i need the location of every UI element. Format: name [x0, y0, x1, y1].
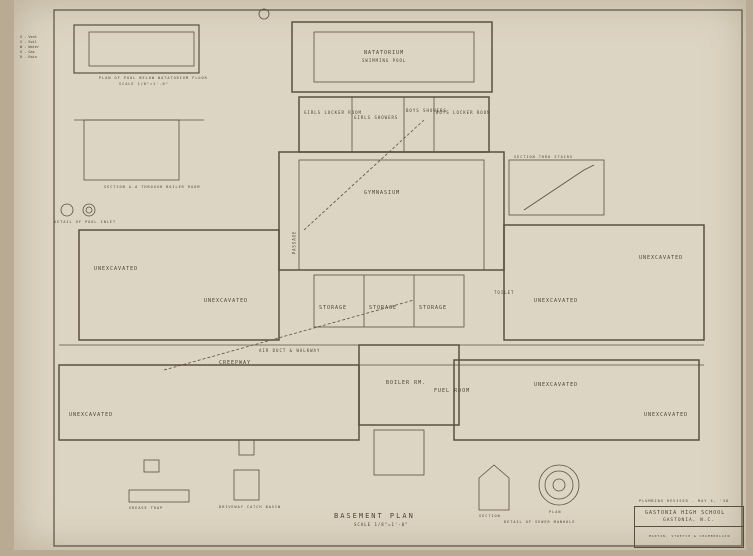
room-natatorium: NATATORIUM — [364, 50, 405, 56]
boiler-section-title: SECTION A-A THROUGH BOILER ROOM — [104, 185, 201, 189]
title-block: GASTONIA HIGH SCHOOL GASTONIA, N.C. MART… — [634, 506, 744, 548]
room-unexcavated: UNEXCAVATED — [204, 298, 249, 304]
grease-trap-title: GREASE TRAP — [129, 506, 164, 510]
manhole-plan-label: PLAN — [549, 510, 562, 514]
architects: MARTIN, STRETCH & CHAMBERLAIN — [649, 534, 731, 538]
project-location: GASTONIA, N.C. — [663, 518, 715, 523]
stair-section-title: SECTION THRU STAIRS — [514, 155, 574, 159]
room-unexcavated: UNEXCAVATED — [69, 412, 114, 418]
room-unexcavated: UNEXCAVATED — [639, 255, 684, 261]
room-unexcavated: UNEXCAVATED — [94, 266, 139, 272]
floor-plan-drawing — [53, 8, 743, 547]
legend-item: S - Soil — [20, 40, 37, 44]
room-storage: STORAGE — [369, 305, 398, 311]
pool-inlet-title: DETAIL OF POOL INLET — [54, 220, 117, 224]
room-air-duct: AIR DUCT & WALKWAY — [259, 348, 321, 353]
legend-item: V - Vent — [20, 35, 37, 39]
room-unexcavated: UNEXCAVATED — [644, 412, 689, 418]
room-fuel: FUEL ROOM — [434, 388, 471, 394]
room-toilet: TOILET — [494, 290, 515, 295]
room-storage: STORAGE — [419, 305, 448, 311]
drawing-scale: SCALE 1/8"=1'-0" — [354, 522, 409, 527]
room-storage: STORAGE — [319, 305, 348, 311]
room-boiler: BOILER RM. — [386, 380, 427, 386]
room-boys-showers: BOYS SHOWERS — [406, 108, 447, 113]
legend: V - Vent S - Soil W - Water G - Gas R - … — [20, 35, 39, 60]
pool-plan-scale: SCALE 1/8"=1'-0" — [119, 82, 169, 86]
room-boys-locker: BOYS LOCKER ROOM — [436, 110, 491, 115]
room-girls-locker: GIRLS LOCKER ROOM — [304, 110, 362, 115]
manhole-section-label: SECTION — [479, 514, 501, 518]
room-swimming-pool: SWIMMING POOL — [362, 58, 407, 63]
catch-basin-title: DRIVEWAY CATCH BASIN — [219, 505, 282, 509]
blueprint-sheet: NATATORIUM SWIMMING POOL GIRLS LOCKER RO… — [14, 0, 746, 550]
project-name: GASTONIA HIGH SCHOOL — [645, 510, 726, 516]
legend-item: R - Rain — [20, 55, 37, 59]
room-passage: PASSAGE — [291, 230, 297, 255]
room-creepway: CREEPWAY — [219, 360, 252, 366]
drawing-title: BASEMENT PLAN — [334, 512, 415, 520]
room-unexcavated: UNEXCAVATED — [534, 298, 579, 304]
room-gymnasium: GYMNASIUM — [364, 190, 401, 196]
legend-item: G - Gas — [20, 50, 35, 54]
revision-note: PLUMBING REVISED - MAY 4, '38 — [639, 499, 730, 503]
room-girls-showers: GIRLS SHOWERS — [354, 115, 399, 120]
legend-item: W - Water — [20, 45, 39, 49]
manhole-title: DETAIL OF SEWER MANHOLE — [504, 520, 576, 524]
pool-plan-title: PLAN OF POOL BELOW NATATORIUM FLOOR — [99, 76, 208, 80]
room-unexcavated: UNEXCAVATED — [534, 382, 579, 388]
